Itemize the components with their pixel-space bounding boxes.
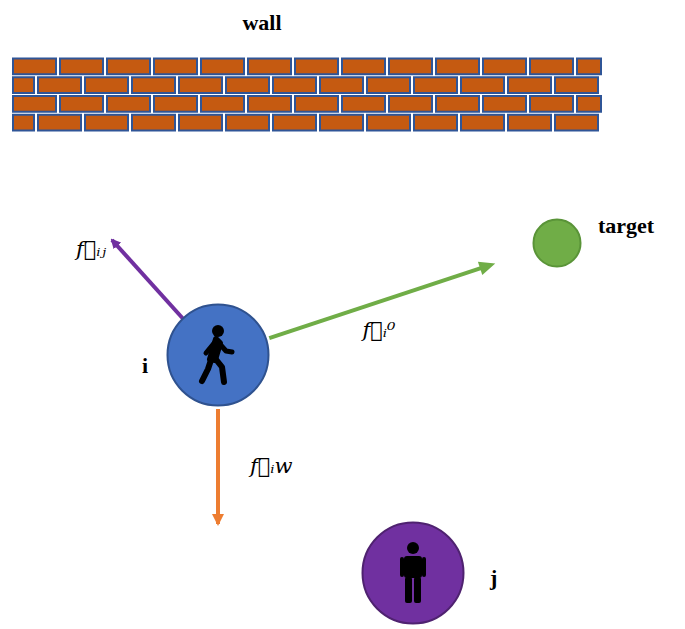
edge-label: f⃗ᵢ⁰ xyxy=(362,318,395,343)
circle-shape xyxy=(532,218,582,268)
circle-shape xyxy=(166,303,270,407)
interaction-force-arrow xyxy=(112,240,186,322)
wall-force-arrow xyxy=(216,409,220,524)
force-label: f⃗ᵢⱼ xyxy=(76,237,106,262)
pedestrian-j: j xyxy=(361,521,465,625)
wall-heading: wall xyxy=(242,12,281,34)
pedestrian-i: i xyxy=(166,303,270,407)
node-label: j xyxy=(490,567,497,589)
brick-wall xyxy=(12,57,602,132)
target-point: target xyxy=(532,218,582,268)
node-label: i xyxy=(142,355,148,377)
wall-band: wall xyxy=(12,57,602,132)
node-label: target xyxy=(598,215,654,237)
circle-shape xyxy=(361,521,465,625)
force-label: f⃗ᵢw xyxy=(250,454,293,479)
